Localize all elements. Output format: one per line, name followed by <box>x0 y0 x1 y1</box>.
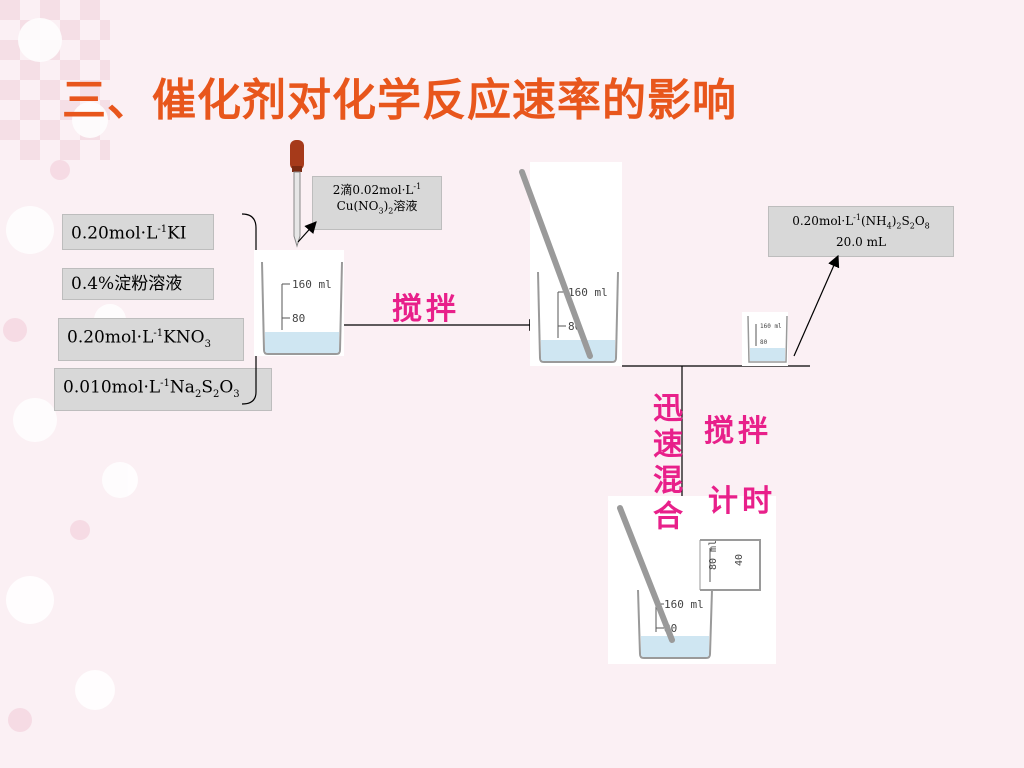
stirring-rod-icon <box>617 505 675 643</box>
svg-text:160 ml: 160 ml <box>760 323 782 330</box>
reagent-kno3-box: 0.20mol·L-1KNO3 <box>58 318 244 362</box>
quick-mix-label: 迅速混合 <box>647 392 682 536</box>
beaker-two-icon: 160 ml 80 <box>519 162 622 366</box>
svg-text:80: 80 <box>760 339 768 346</box>
persulfate-note: 0.20mol·L-1(NH4)2S2O8 20.0 mL <box>768 206 954 257</box>
reagent-ki-box: 0.20mol·L-1KI <box>62 214 214 250</box>
svg-text:80: 80 <box>292 312 305 325</box>
svg-text:80 ml: 80 ml <box>708 540 719 570</box>
svg-text:160 ml: 160 ml <box>292 278 332 291</box>
timing-label: 计时 <box>708 484 776 519</box>
catalyst-note: 2滴0.02mol·L-1 Cu(NO3)2溶液 <box>312 176 442 230</box>
dropper-icon <box>290 140 304 248</box>
reagent-thiosulfate-box: 0.010mol·L-1Na2S2O3 <box>54 368 272 412</box>
page-title: 三、催化剂对化学反应速率的影响 <box>62 75 737 126</box>
stirring-rod-icon <box>519 169 593 359</box>
small-beaker-icon: 160 ml 80 <box>742 312 788 366</box>
stir-label-two: 搅拌 <box>704 414 772 449</box>
floral-background-pattern <box>0 0 138 732</box>
svg-text:160 ml: 160 ml <box>568 286 608 299</box>
beaker-one-icon: 160 ml 80 <box>254 250 344 356</box>
stir-label: 搅拌 <box>392 292 460 327</box>
svg-text:160 ml: 160 ml <box>664 598 704 611</box>
side-beaker-icon: 80 ml 40 <box>699 539 761 591</box>
svg-text:40: 40 <box>734 554 745 566</box>
reagent-starch-box: 0.4%淀粉溶液 <box>62 268 214 300</box>
